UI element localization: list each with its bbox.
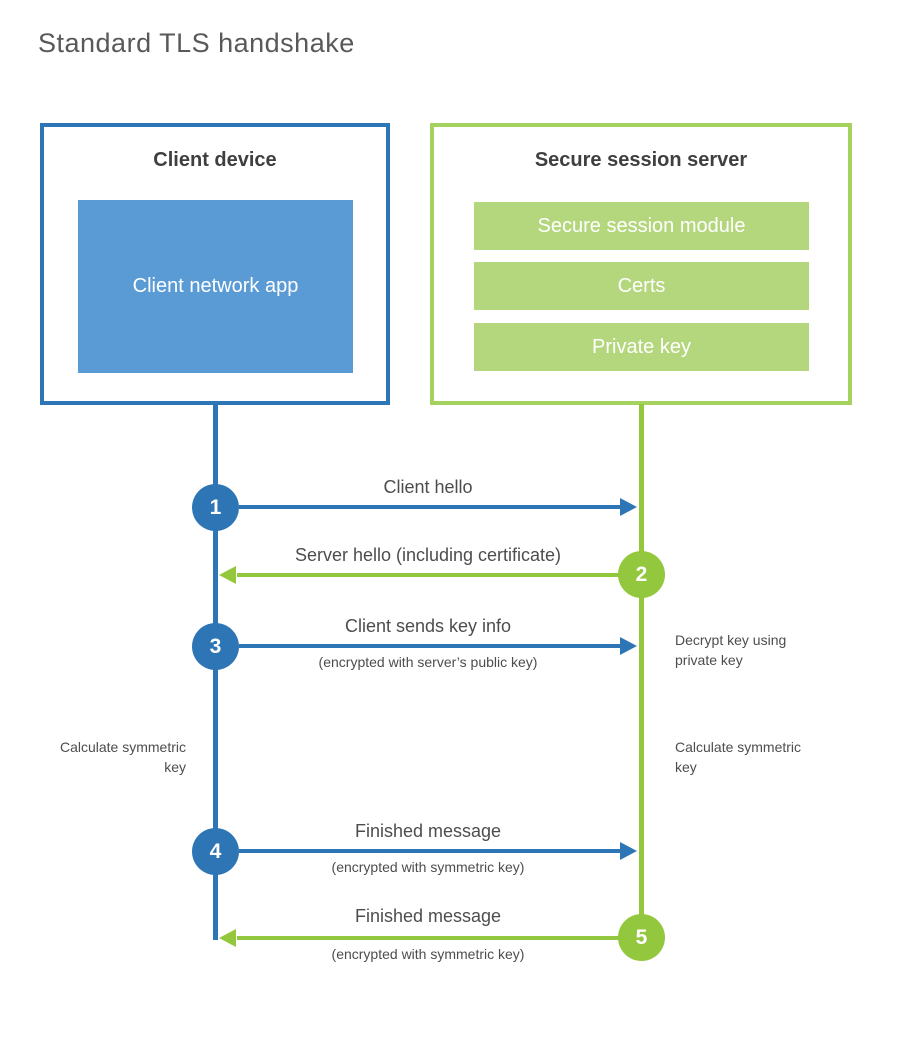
step-2-label: Server hello (including certificate) [294,545,562,565]
secure-session-server-box: Secure session server Secure session mod… [430,123,852,405]
client-device-box: Client device Client network app [40,123,390,405]
step-5-sublabel: (encrypted with symmetric key) [331,946,525,962]
step-4-arrow-line [239,849,621,853]
server-module-bar: Secure session module [474,202,809,250]
step-2-arrowhead-icon [219,566,236,584]
step-1-arrow-line [239,505,621,509]
step-3-arrowhead-icon [620,637,637,655]
step-1-label: Client hello [383,477,473,497]
client-network-app-box: Client network app [78,200,353,373]
step-2-arrow-line [237,573,619,577]
step-4-arrowhead-icon [620,842,637,860]
client-lifeline [213,404,218,940]
step-4-badge: 4 [192,828,239,875]
step-2-badge: 2 [618,551,665,598]
step-3-label: Client sends key info [344,616,512,636]
calculate-symmetric-key-note-client: Calculate symmetric key [59,739,186,775]
step-1-badge: 1 [192,484,239,531]
step-5-arrowhead-icon [219,929,236,947]
step-5-label: Finished message [354,906,502,926]
step-4-label: Finished message [354,821,502,841]
step-1-arrowhead-icon [620,498,637,516]
step-4-sublabel: (encrypted with symmetric key) [331,859,525,875]
step-3-badge: 3 [192,623,239,670]
step-5-arrow-line [237,936,619,940]
server-lifeline [639,404,644,938]
server-module-bar: Private key [474,323,809,371]
step-3-sublabel: (encrypted with server’s public key) [318,654,538,670]
calculate-symmetric-key-note-server: Calculate symmetric key [675,739,802,775]
client-network-app-label: Client network app [132,275,299,297]
secure-session-server-title: Secure session server [534,149,748,171]
client-device-title: Client device [153,149,277,171]
step-3-arrow-line [239,644,621,648]
step-5-badge: 5 [618,914,665,961]
decrypt-key-note: Decrypt key using private key [675,632,787,668]
page-title: Standard TLS handshake [38,28,355,58]
server-module-bar: Certs [474,262,809,310]
